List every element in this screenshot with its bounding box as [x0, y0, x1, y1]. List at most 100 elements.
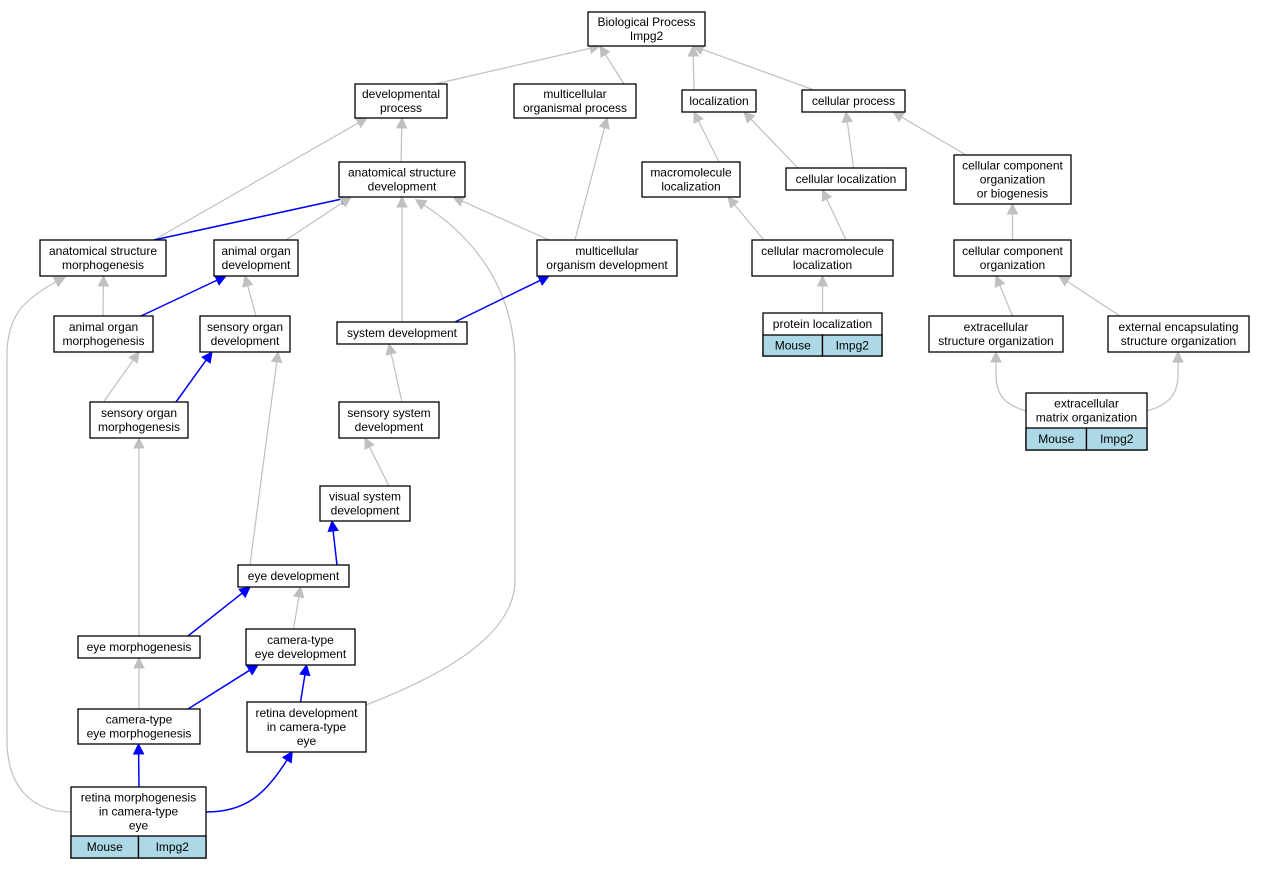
edge-line [400, 127, 403, 163]
edge-eyedev-to-vsd [327, 519, 339, 566]
arrowhead [599, 45, 611, 58]
arrowhead [355, 117, 368, 129]
arrowhead [743, 111, 756, 124]
edge-line [153, 198, 342, 241]
edge-sysdev-to-mod [454, 275, 551, 323]
edge-aom-to-asm [97, 274, 110, 317]
node-label-line: structure organization [1121, 334, 1236, 348]
node-box [319, 485, 411, 522]
edge-eso-to-cco [994, 274, 1014, 317]
edge-emo-to-eso [990, 350, 1027, 412]
edge-line [901, 116, 967, 156]
node-box [928, 315, 1064, 353]
tag-label: Mouse [87, 840, 123, 854]
node-label-line: multicellular [543, 87, 606, 101]
arrowhead [994, 274, 1006, 288]
arrowhead [238, 586, 251, 599]
node-eyedev[interactable]: eye development [237, 564, 350, 588]
edge-line [461, 200, 550, 241]
edge-cellloc-to-cellproc [841, 110, 855, 169]
arrowhead [132, 742, 145, 755]
node-box [213, 239, 299, 277]
node-cellproc[interactable]: cellular process [801, 89, 906, 113]
edge-aom-to-aod [140, 275, 228, 317]
edge-loc-to-bp [687, 44, 700, 91]
edge-cellloc-to-loc [743, 111, 799, 169]
edge-line [187, 669, 250, 710]
edge-mod-to-asd [451, 195, 550, 241]
edge-som-to-aom [103, 351, 140, 403]
node-sysdev[interactable]: system development [336, 321, 468, 345]
node-label-line: cellular localization [796, 172, 897, 186]
node-label-line: extracellular [1054, 397, 1119, 411]
node-label-line: localization [661, 180, 720, 194]
node-label-line: cellular component [962, 159, 1063, 173]
edge-line [434, 47, 591, 85]
edge-line [103, 359, 134, 403]
node-label-line: retina morphogenesis [81, 791, 196, 805]
node-eyemorph[interactable]: eye morphogenesis [77, 635, 201, 659]
node-label-line: organization [980, 173, 1045, 187]
node-loc[interactable]: localization [681, 89, 757, 113]
node-label-line: visual system [329, 490, 401, 504]
edge-line [1146, 362, 1179, 412]
arrowhead [693, 111, 704, 124]
node-box [39, 239, 167, 277]
arrowhead [246, 664, 259, 676]
node-label-line: or biogenesis [977, 187, 1048, 201]
node-box [751, 239, 894, 277]
edge-line [365, 204, 516, 706]
node-label-line: development [355, 420, 424, 434]
arrowhead [821, 188, 833, 202]
node-box [53, 315, 154, 353]
node-box [1107, 315, 1250, 353]
node-label-line: system development [347, 326, 458, 340]
node-box [354, 83, 448, 119]
node-label-line: retina development [255, 706, 358, 720]
edge-aod-to-asd [285, 196, 352, 241]
edge-asm-to-devproc [153, 117, 368, 241]
node-label-line: camera-type [267, 633, 334, 647]
edge-line [292, 596, 300, 630]
edge-cml-to-macroloc [727, 196, 765, 241]
edge-line [285, 202, 343, 241]
node-box [77, 635, 201, 659]
node-box [336, 321, 468, 345]
edge-line [574, 127, 606, 241]
arrowhead [97, 274, 110, 287]
arrowhead [816, 274, 829, 287]
edge-line [454, 279, 541, 323]
edge-eyemorph-to-eyedev [187, 586, 251, 637]
edge-macroloc-to-loc [693, 111, 720, 163]
edge-ctem-to-eyemorph [133, 656, 145, 709]
edge-ccob-to-cellproc [892, 111, 967, 156]
node-label-line: matrix organization [1036, 411, 1137, 425]
edge-cted-to-eyedev [292, 585, 305, 630]
node-cellloc[interactable]: cellular localization [785, 167, 907, 191]
